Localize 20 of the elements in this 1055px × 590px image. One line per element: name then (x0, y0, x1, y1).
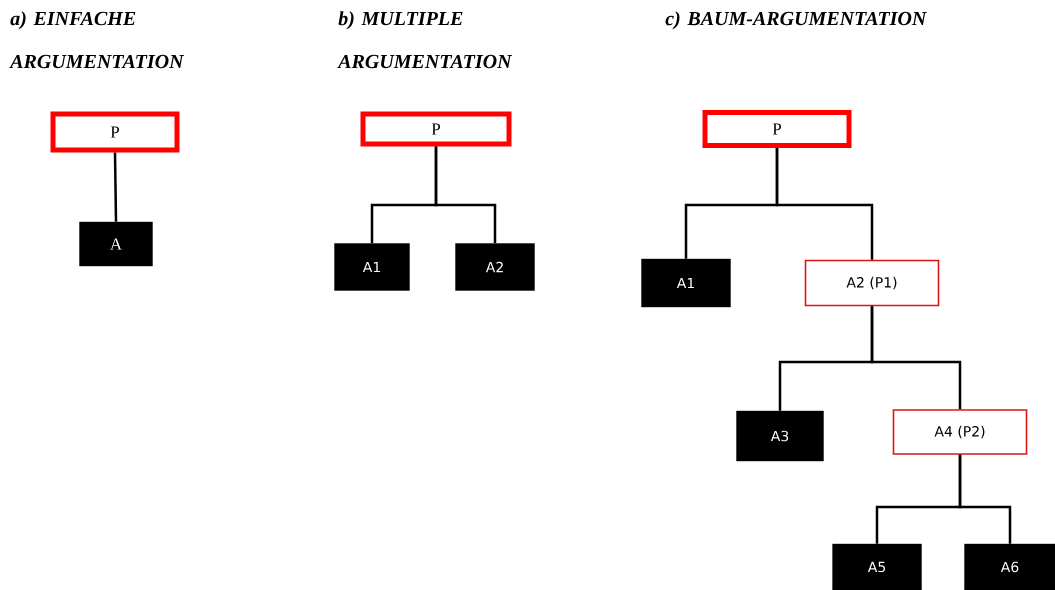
connector-line (775, 148, 874, 260)
filled-box: A2 (455, 243, 535, 291)
box-outline: A2 (P1) (804, 259, 940, 307)
panel-heading: b) MULTIPLE ARGUMENTATION (337, 11, 513, 69)
box-outline: A4 (P2) (892, 409, 1028, 455)
filled-box: A (79, 221, 153, 267)
connector-line (434, 146, 497, 244)
filled-box: A5 (832, 543, 922, 590)
panel-heading: c) BAUM-ARGUMENTATION (665, 11, 927, 30)
connector-line (870, 306, 962, 410)
filled-box: A3 (736, 410, 824, 462)
filled-box: A1 (334, 243, 410, 291)
connector-line (113, 152, 118, 222)
filled-box: A6 (964, 543, 1055, 590)
filled-box: A1 (641, 258, 731, 308)
panel-heading: a) EINFACHE ARGUMENTATION (9, 11, 185, 69)
box-outline: P (360, 111, 512, 147)
connector-line (958, 454, 1012, 544)
box-outline: P (50, 111, 180, 153)
box-outline: P (702, 110, 852, 148)
